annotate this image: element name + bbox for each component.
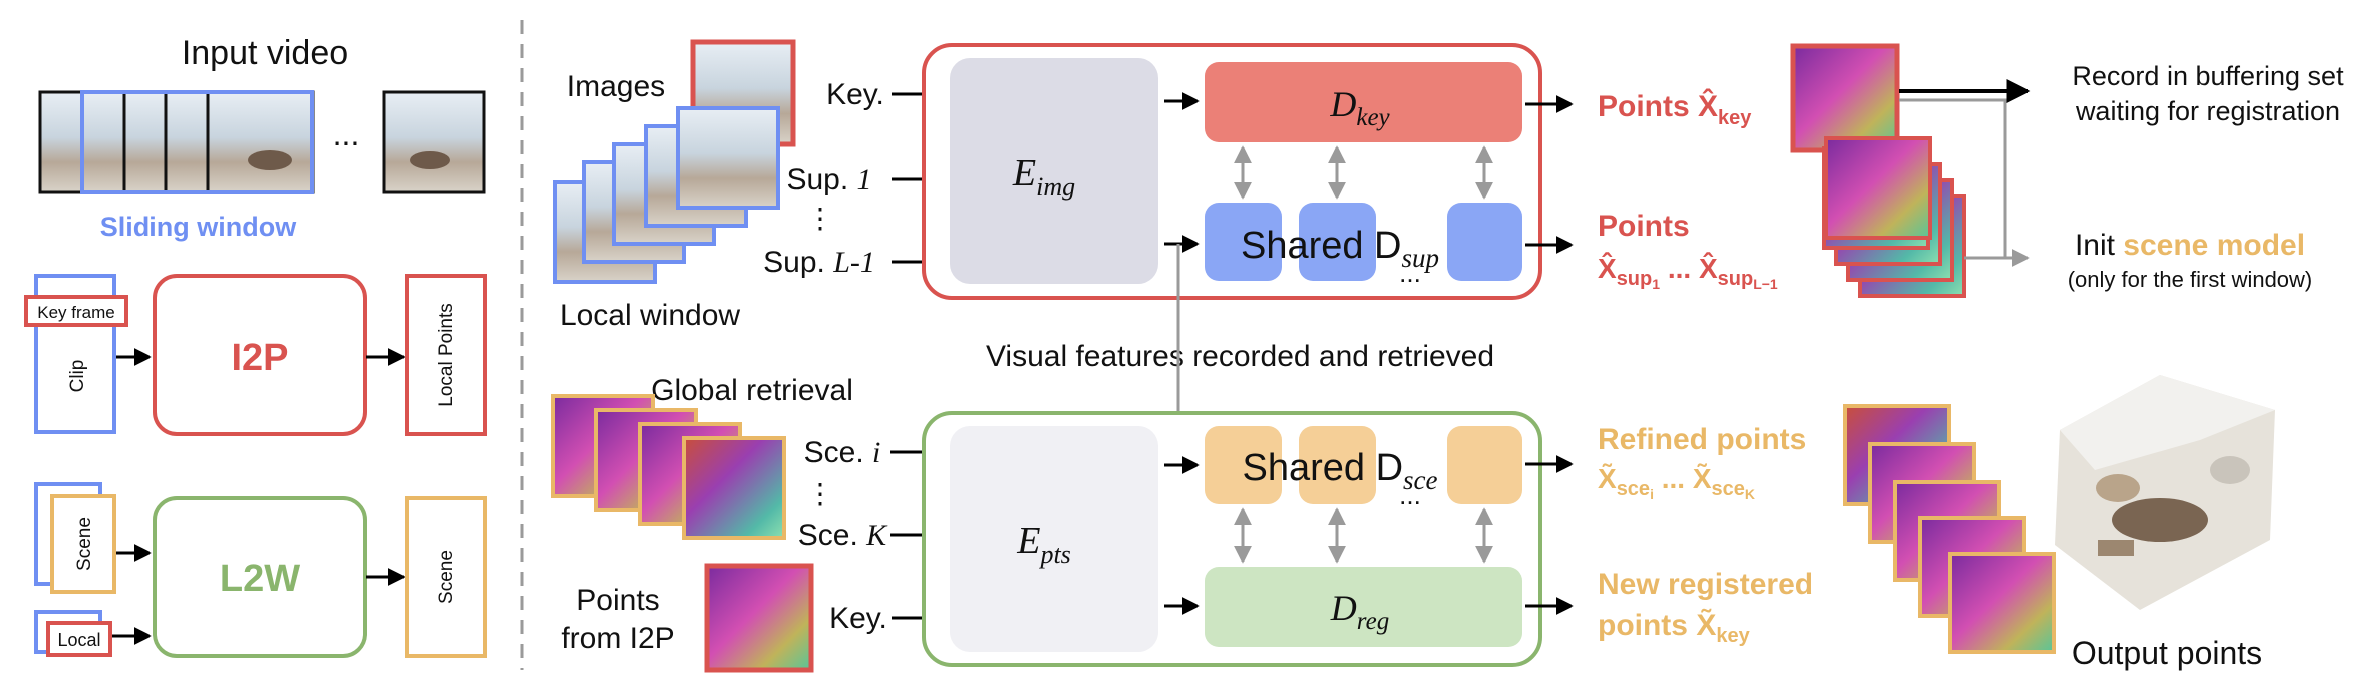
new-registered-label: New registered bbox=[1598, 568, 1813, 601]
sup-decoder-3 bbox=[1447, 203, 1522, 281]
shared-sce-label: Shared Dsce bbox=[1242, 447, 1437, 495]
images-label: Images bbox=[567, 70, 665, 103]
sup-decoder-2 bbox=[1299, 203, 1376, 281]
output-point-cloud bbox=[2055, 375, 2275, 610]
video-frames: ... bbox=[38, 90, 486, 194]
output-points-label: Output points bbox=[2072, 635, 2262, 671]
frames-ellipsis: ... bbox=[333, 116, 360, 152]
global-retrieval-label: Global retrieval bbox=[651, 374, 853, 407]
scene-pointmap-stack bbox=[551, 394, 786, 540]
key-decoder-label: Dkey bbox=[1329, 84, 1390, 131]
scene-label: Scene bbox=[74, 517, 95, 571]
points-sup-label: Points bbox=[1598, 210, 1690, 243]
i2p-section: Images Local window Key. Sup. 1 ⋮ Sup. L… bbox=[553, 39, 2344, 332]
l2w-label: L2W bbox=[220, 558, 300, 600]
points-from-label-2: from I2P bbox=[561, 622, 674, 655]
local-points-box bbox=[405, 274, 487, 436]
left-panel: Input video ... Sliding window Key frame… bbox=[24, 34, 487, 658]
key-frame-label: Key frame bbox=[37, 303, 114, 322]
record-line2: waiting for registration bbox=[2075, 96, 2340, 126]
sup-pointmap-stack bbox=[1822, 136, 1966, 298]
img-encoder-label: Eimg bbox=[1012, 152, 1075, 201]
shared-sup-label: Shared Dsup bbox=[1241, 225, 1439, 273]
sce-vdots: ⋮ bbox=[806, 478, 834, 509]
input-video-title: Input video bbox=[182, 34, 348, 72]
i2p-box bbox=[153, 274, 367, 436]
pts-encoder-label: Epts bbox=[1016, 520, 1071, 569]
init-note: (only for the first window) bbox=[2068, 267, 2313, 292]
sup-vdots: ⋮ bbox=[806, 203, 834, 234]
sup1-label: Sup. 1 bbox=[786, 163, 871, 196]
sce-dots: ... bbox=[1399, 480, 1421, 510]
output-pointmap-stack bbox=[1843, 404, 2056, 654]
i2p-label: I2P bbox=[231, 337, 288, 379]
sce-decoder-1 bbox=[1205, 426, 1282, 504]
key-decoder-box bbox=[1205, 62, 1522, 142]
visual-features-label: Visual features recorded and retrieved bbox=[986, 340, 1494, 373]
sup-dots: ... bbox=[1399, 258, 1421, 288]
supL-label: Sup. L-1 bbox=[763, 246, 875, 279]
new-registered-label-2: points X̃key bbox=[1598, 608, 1751, 647]
pts-encoder-box bbox=[950, 426, 1158, 652]
reg-decoder-box bbox=[1205, 567, 1522, 647]
key-frame-box bbox=[24, 295, 128, 327]
scene-out-box bbox=[405, 496, 487, 658]
scene-out-label: Scene bbox=[436, 550, 457, 604]
i2p-points-image bbox=[704, 563, 814, 673]
sce-decoder-2 bbox=[1299, 426, 1376, 504]
l2w-box bbox=[153, 496, 367, 658]
sliding-window-label: Sliding window bbox=[100, 212, 297, 242]
key-input-label-2: Key. bbox=[829, 602, 887, 635]
points-from-label: Points bbox=[576, 584, 659, 617]
key-input-label: Key. bbox=[826, 78, 884, 111]
init-scene-label: Init scene model bbox=[2075, 229, 2305, 262]
local-label: Local bbox=[57, 630, 100, 650]
record-line1: Record in buffering set bbox=[2072, 61, 2344, 91]
points-key-label: Points X̂key bbox=[1598, 89, 1752, 129]
img-encoder-box bbox=[950, 58, 1158, 284]
local-points-label: Local Points bbox=[436, 303, 457, 407]
sliding-window-frame bbox=[80, 90, 314, 194]
refined-formula: X̃scei ... X̃sceK bbox=[1598, 463, 1755, 502]
clip-label: Clip bbox=[67, 360, 88, 393]
l2w-section: Global retrieval Points from I2P Sce. i … bbox=[551, 374, 2275, 673]
sce-decoder-3 bbox=[1447, 426, 1522, 504]
local-box bbox=[46, 621, 112, 657]
local-window-label: Local window bbox=[560, 299, 740, 332]
key-pointmap bbox=[1790, 43, 1900, 153]
sup-decoder-1 bbox=[1205, 203, 1282, 281]
sce-k-label: Sce. K bbox=[798, 519, 888, 552]
scene-box bbox=[50, 494, 116, 594]
reg-decoder-label: Dreg bbox=[1330, 588, 1389, 635]
sce-i-label: Sce. i bbox=[804, 436, 881, 469]
refined-title: Refined points bbox=[1598, 423, 1806, 456]
local-window-stack bbox=[553, 106, 780, 284]
points-sup-formula: X̂sup1 ... X̂supL−1 bbox=[1598, 252, 1778, 292]
